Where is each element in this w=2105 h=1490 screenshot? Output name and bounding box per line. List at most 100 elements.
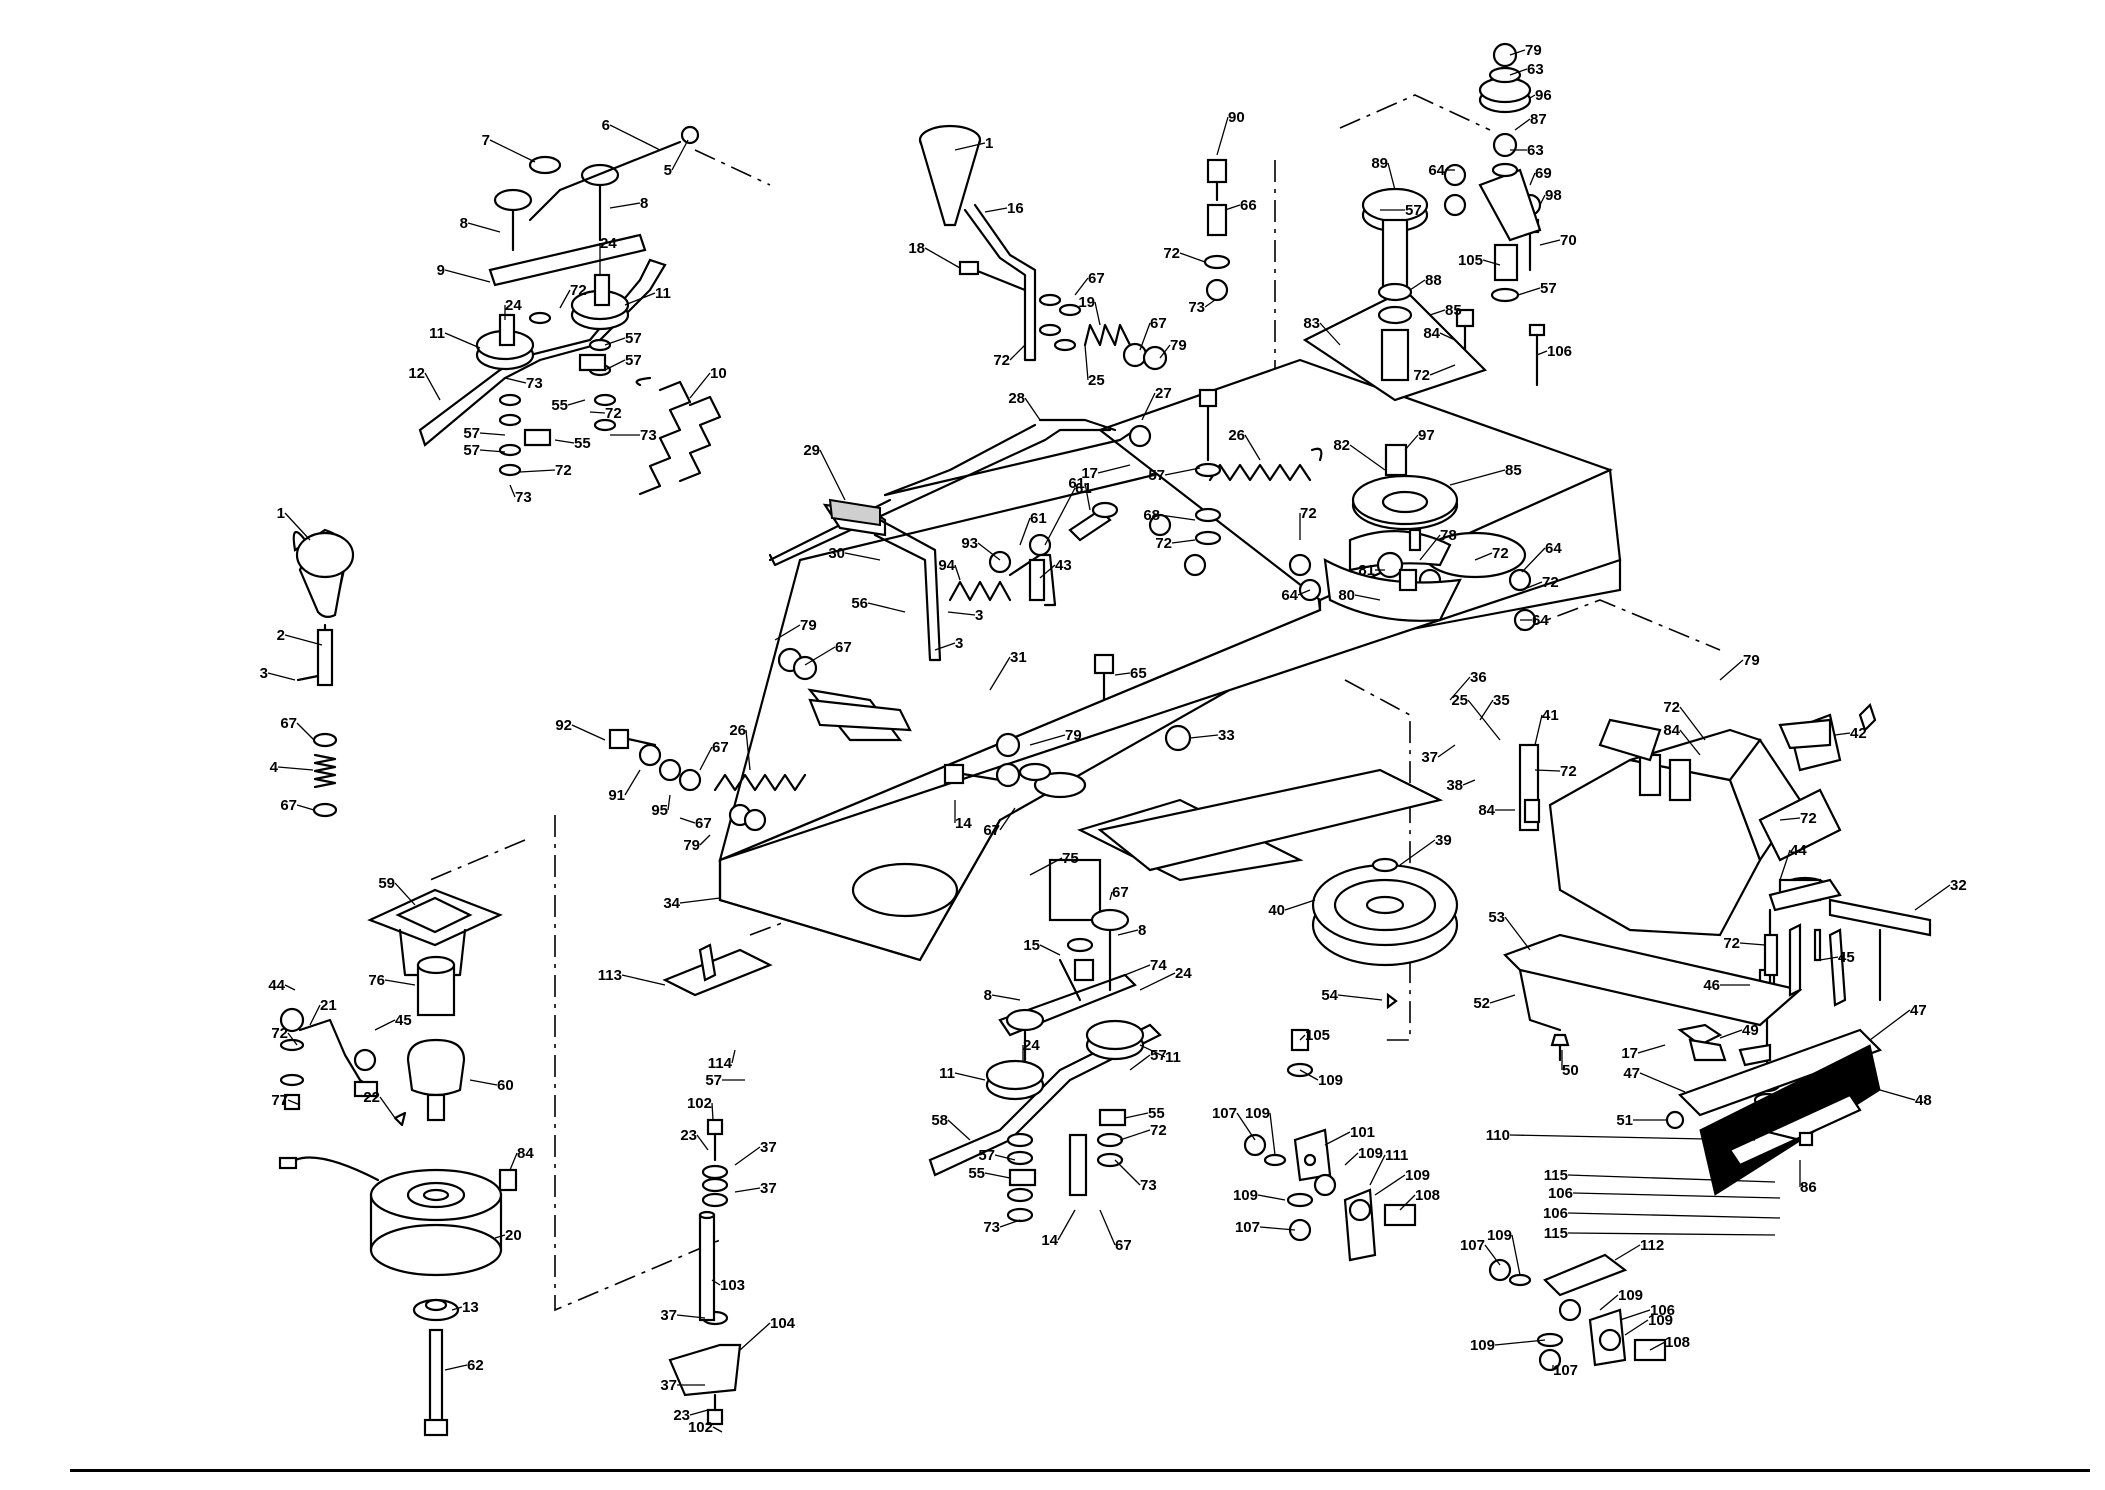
part-label-69: 69: [1535, 165, 1552, 182]
leader-72: [287, 1032, 298, 1046]
part-label-108: 108: [1415, 1187, 1440, 1204]
part-label-45: 45: [395, 1012, 412, 1029]
part-number-labels: 1123334567888891011111111121314141516171…: [260, 42, 1967, 1436]
part-label-24: 24: [505, 297, 522, 314]
part-label-81: 81: [1358, 562, 1375, 579]
part-label-8: 8: [1138, 922, 1146, 939]
part-label-112: 112: [1640, 1237, 1664, 1254]
leader-40: [1284, 899, 1316, 911]
part-label-83: 83: [1303, 315, 1320, 332]
part-label-23: 23: [673, 1407, 690, 1424]
leader-68: [1159, 514, 1196, 521]
part-label-44: 44: [268, 977, 285, 994]
leader-72: [519, 469, 556, 473]
leader-72: [1739, 942, 1766, 946]
leader-91: [624, 769, 641, 796]
leader-37: [1437, 744, 1456, 758]
leader-65: [1114, 672, 1131, 676]
leader-109: [1494, 1339, 1546, 1346]
leader-25: [1467, 699, 1501, 741]
part-label-111: 111: [1385, 1147, 1408, 1164]
leader-82: [1349, 444, 1386, 471]
part-label-72: 72: [1163, 245, 1180, 262]
part-label-59: 59: [378, 875, 395, 892]
small-brackets: [662, 943, 1667, 1397]
part-label-64: 64: [1532, 612, 1549, 629]
part-label-23: 23: [680, 1127, 697, 1144]
part-label-85: 85: [1505, 462, 1522, 479]
part-label-76: 76: [368, 972, 385, 989]
part-label-86: 86: [1800, 1179, 1817, 1196]
part-label-96: 96: [1535, 87, 1552, 104]
leader-72: [1679, 706, 1706, 741]
leader-102: [712, 1426, 723, 1433]
leader-115: [1567, 1174, 1776, 1183]
part-label-109: 109: [1358, 1145, 1383, 1162]
leader-109: [1299, 1069, 1319, 1081]
leader-109: [1374, 1174, 1406, 1196]
leader-3: [934, 642, 956, 651]
part-label-73: 73: [983, 1219, 1000, 1236]
part-label-93: 93: [961, 535, 978, 552]
leader-2: [284, 634, 323, 646]
leader-54: [1337, 994, 1383, 1001]
leader-15: [1039, 944, 1061, 956]
part-label-52: 52: [1473, 995, 1490, 1012]
part-label-73: 73: [526, 375, 543, 392]
leader-72: [1119, 1129, 1151, 1141]
leader-47: [1639, 1072, 1686, 1093]
leader-73: [509, 484, 516, 498]
leader-109: [1344, 1152, 1359, 1166]
leader-60: [469, 1079, 498, 1086]
leader-67: [679, 817, 696, 824]
belt-guide-lower: [928, 908, 1162, 1223]
leader-25: [1084, 344, 1089, 381]
part-label-12: 12: [408, 365, 425, 382]
leader-42: [1834, 732, 1851, 736]
leader-67: [296, 804, 315, 811]
leader-109: [1257, 1194, 1286, 1201]
leader-34: [679, 897, 721, 904]
part-label-95: 95: [651, 802, 668, 819]
part-label-57: 57: [1150, 1047, 1167, 1064]
part-label-19: 19: [1078, 294, 1095, 311]
leader-70: [1539, 239, 1561, 246]
leader-61: [1084, 482, 1091, 511]
shift-lever-centre: [918, 124, 1168, 371]
part-label-60: 60: [497, 1077, 514, 1094]
leader-39: [1399, 839, 1436, 866]
part-label-72: 72: [1800, 810, 1817, 827]
part-label-57: 57: [463, 442, 480, 459]
leader-72: [1429, 364, 1456, 376]
leader-32: [1914, 884, 1951, 911]
part-label-108: 108: [1665, 1334, 1690, 1351]
leader-102: [711, 1102, 714, 1121]
part-label-3: 3: [260, 665, 268, 682]
leader-80: [1354, 594, 1381, 601]
part-label-72: 72: [1150, 1122, 1167, 1139]
leader-18: [924, 247, 961, 269]
leader-48: [1879, 1089, 1916, 1101]
part-label-84: 84: [517, 1145, 534, 1162]
leader-57: [994, 1154, 1016, 1161]
part-label-110: 110: [1486, 1127, 1510, 1144]
part-label-67: 67: [1150, 315, 1167, 332]
leader-79: [1509, 49, 1526, 56]
leader-36: [1449, 676, 1471, 701]
part-label-37: 37: [760, 1180, 777, 1197]
part-label-42: 42: [1850, 725, 1867, 742]
part-label-20: 20: [505, 1227, 522, 1244]
leader-61: [1044, 487, 1076, 546]
leader-20: [494, 1234, 506, 1239]
leader-3: [267, 672, 296, 681]
part-label-37: 37: [660, 1377, 677, 1394]
leader-67: [1109, 891, 1113, 901]
leader-28: [1024, 397, 1041, 421]
electric-clutch-assembly: [278, 888, 518, 1437]
leader-67: [1139, 322, 1151, 351]
part-label-91: 91: [608, 787, 625, 804]
part-label-25: 25: [1451, 692, 1468, 709]
part-label-8: 8: [984, 987, 992, 1004]
leader-53: [1504, 916, 1531, 951]
part-label-28: 28: [1008, 390, 1025, 407]
